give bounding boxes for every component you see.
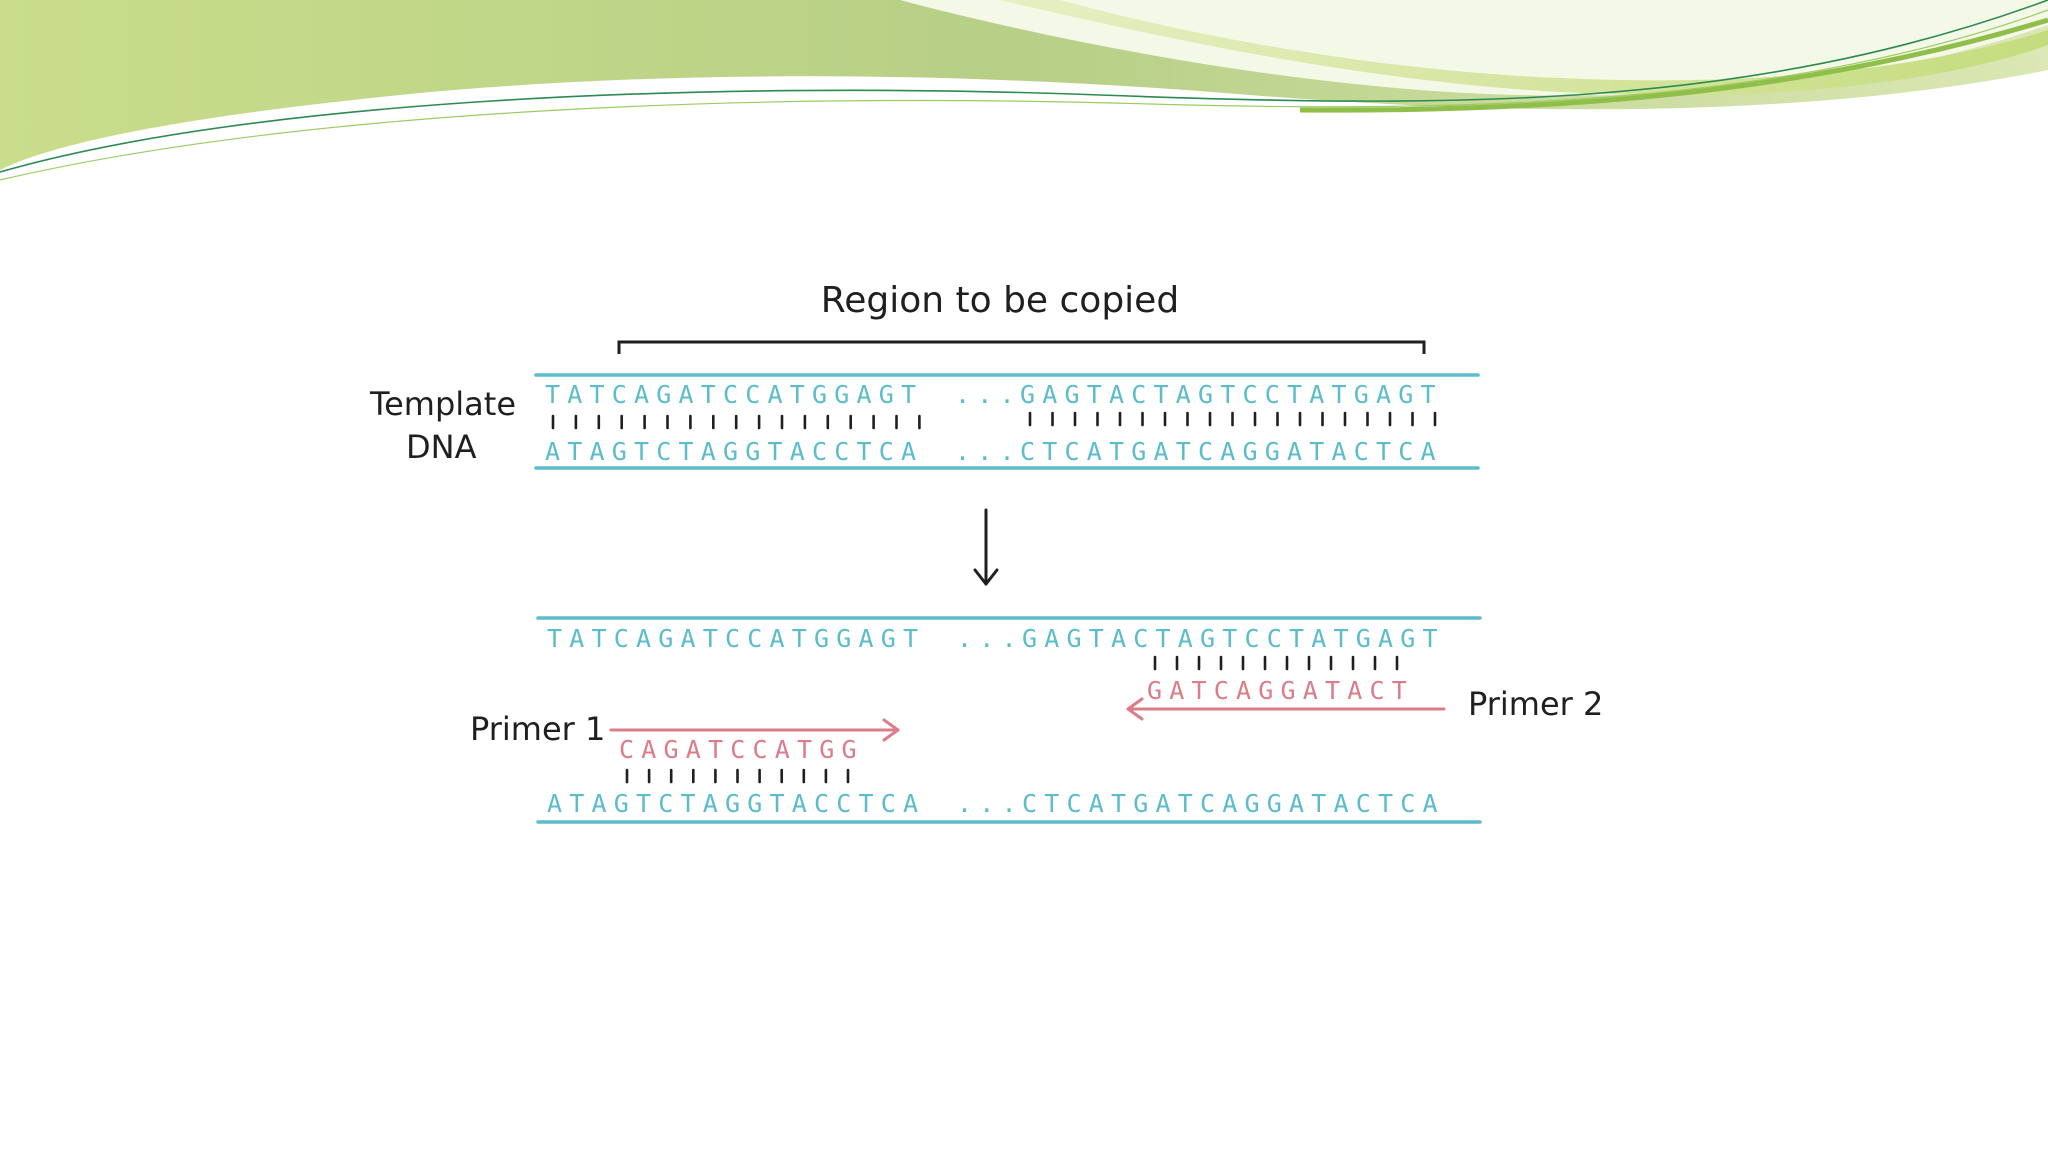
result-bottom-left-sequence: ATAGTCTAGGTACCTCA xyxy=(547,789,925,818)
primer2-label: Primer 2 xyxy=(1468,685,1603,723)
result-bottom-ellipsis: ... xyxy=(957,789,1024,818)
result-top-left-sequence: TATCAGATCCATGGAGT xyxy=(547,624,925,653)
primer1-base-pair-bonds xyxy=(625,768,850,784)
template-bottom-left-sequence: ATAGTCTAGGTACCTCA xyxy=(545,437,923,466)
template-top-ellipsis: ... xyxy=(955,380,1022,409)
result-top-ellipsis: ... xyxy=(957,624,1024,653)
template-label-line2: DNA xyxy=(406,428,477,466)
header-swoosh-banner xyxy=(0,0,2048,181)
template-label-line1: Template xyxy=(369,385,516,423)
template-bottom-ellipsis: ... xyxy=(955,437,1022,466)
primer2-base-pair-bonds xyxy=(1153,655,1399,671)
result-top-right-sequence: GAGTACTAGTCCTATGAGT xyxy=(1022,624,1445,653)
template-base-pair-bonds-left xyxy=(551,414,921,430)
region-to-be-copied-label: Region to be copied xyxy=(821,280,1179,321)
template-top-right-sequence: GAGTACTAGTCCTATGAGT xyxy=(1020,380,1443,409)
primer2-sequence: GATCAGGATACT xyxy=(1147,676,1414,705)
primer1-sequence: CAGATCCATGG xyxy=(619,735,864,764)
template-base-pair-bonds-right xyxy=(1028,411,1437,427)
template-bottom-right-sequence: CTCATGATCAGGATACTCA xyxy=(1020,437,1443,466)
primer1-label: Primer 1 xyxy=(470,710,605,748)
result-bottom-right-sequence: CTCATGATCAGGATACTCA xyxy=(1022,789,1445,818)
down-arrow-icon xyxy=(973,508,999,586)
primer2-direction-arrow-icon xyxy=(1126,697,1446,721)
template-top-left-sequence: TATCAGATCCATGGAGT xyxy=(545,380,923,409)
primer1-direction-arrow-icon xyxy=(609,718,900,742)
region-bracket xyxy=(617,340,1426,354)
